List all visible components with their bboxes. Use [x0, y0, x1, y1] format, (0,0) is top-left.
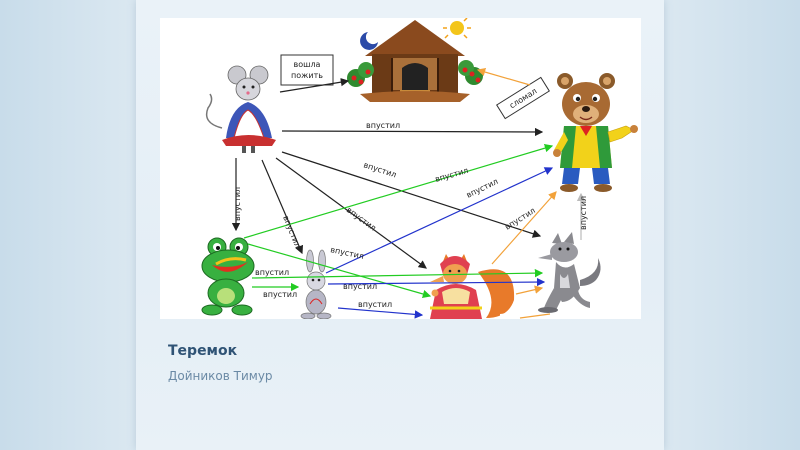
arrow-fox-bottom: [519, 313, 551, 319]
slide-title: Теремок: [168, 343, 238, 359]
fox-icon: [430, 254, 515, 319]
wolf-icon: [538, 232, 601, 313]
edge-label-mouse-frog: впустил: [233, 187, 242, 221]
arrow-mouse-fox: [275, 157, 427, 269]
edge-label-mouse-wolf: впустил: [362, 160, 397, 179]
arrows: [231, 67, 586, 319]
arrow-hare-wolf: [327, 277, 546, 287]
frog-icon: [201, 237, 255, 316]
arrow-mouse-teremok: [279, 78, 350, 93]
arrow-bear-teremok: [476, 67, 531, 86]
slide-subtitle: Дойников Тимур: [168, 369, 273, 383]
arrow-mouse-bear: [281, 127, 544, 137]
arrow-fox-bear: [491, 191, 557, 265]
edge-label-wolf-bear-vertical: впустил: [579, 196, 588, 230]
background-left: [0, 0, 136, 450]
arrow-frog-fox: [247, 243, 432, 299]
edge-labels: впустил впустил впустил впустил впустил …: [233, 121, 588, 309]
arrow-hare-fox: [337, 307, 424, 319]
box-went-line2: пожить: [291, 71, 323, 80]
went-to-live-box: вошла пожить: [280, 54, 334, 86]
background-right: [664, 0, 800, 450]
arrow-frog-wolf: [251, 268, 544, 279]
diagram-canvas: вошла пожить сломал: [201, 18, 638, 319]
arrow-mouse-wolf: [281, 151, 542, 238]
edge-label-mouse-bear: впустил: [366, 121, 400, 130]
edge-label-frog-hare: впустил: [263, 290, 297, 299]
bear-icon: [553, 73, 638, 192]
arrow-hare-bear: [325, 167, 554, 274]
edge-label-frog-bear: впустил: [434, 166, 469, 184]
broke-box: сломал: [496, 76, 550, 120]
edge-label-frog-wolf: впустил: [255, 268, 289, 277]
mouse-icon: [205, 65, 276, 153]
box-went-line1: вошла: [294, 60, 321, 69]
teremok-icon: [347, 18, 483, 102]
edge-label-mouse-hare: впустил: [281, 214, 302, 249]
teremok-diagram: вошла пожить сломал: [160, 18, 641, 319]
edge-label-hare-bear: впустил: [465, 177, 500, 200]
edge-label-mouse-fox: впустил: [345, 205, 378, 232]
edge-label-hare-fox: впустил: [358, 300, 392, 309]
arrow-fox-wolf: [515, 285, 544, 295]
arrow-mouse-hare: [261, 159, 304, 255]
edge-label-frog-fox: впустил: [330, 245, 365, 261]
arrow-frog-bear: [243, 144, 554, 239]
edge-label-hare-wolf: впустил: [343, 282, 377, 291]
